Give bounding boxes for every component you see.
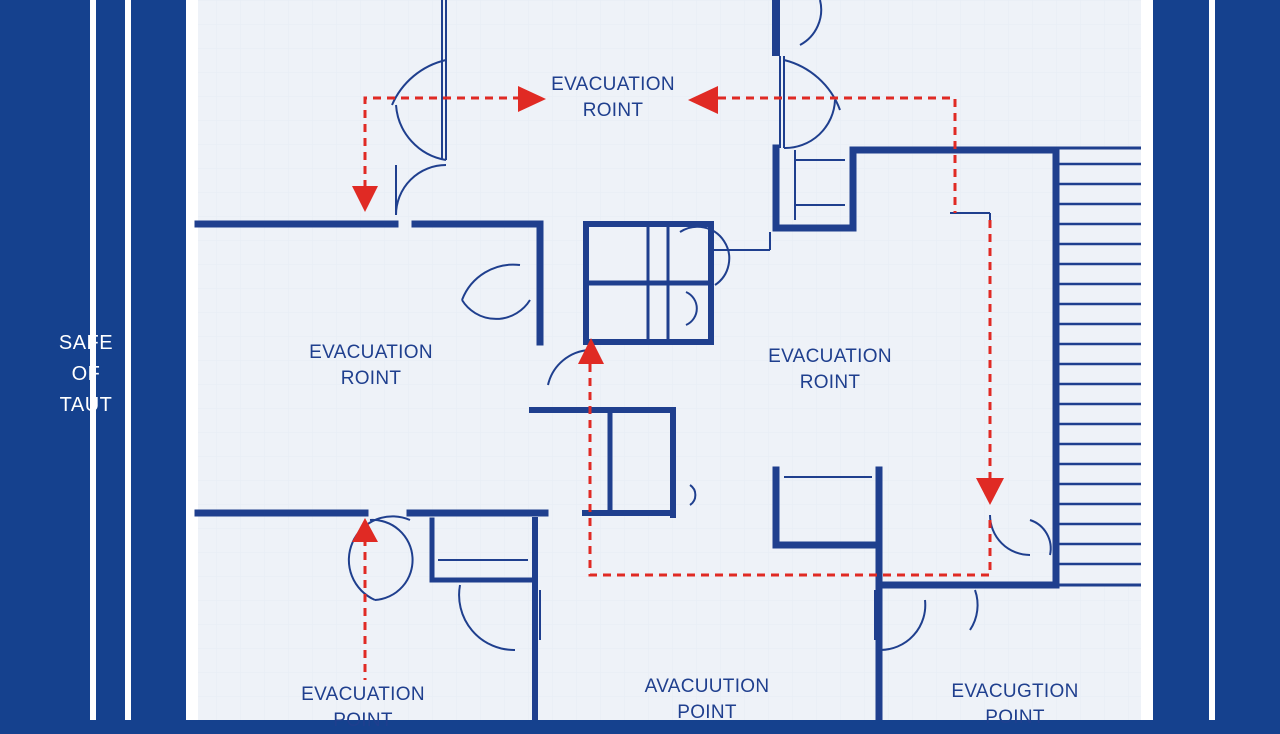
border-stripe-right-2 bbox=[1209, 0, 1215, 720]
arrow-down-icon bbox=[352, 186, 378, 212]
side-label-line: SAFE bbox=[58, 332, 114, 354]
evacuation-point-title: AVACUUTION bbox=[644, 676, 770, 697]
evacuation-point-top: EVACUATION ROINT bbox=[528, 72, 698, 124]
evacuation-point-title: EVACUATION bbox=[768, 346, 892, 367]
evacuation-point-center: EVACUATION ROINT bbox=[745, 344, 915, 396]
side-label: SAFE OF TAUT bbox=[40, 328, 132, 421]
border-stripe-left-3 bbox=[186, 0, 198, 720]
evacuation-point-bottom-left: EVACUATION POINT bbox=[278, 682, 448, 734]
side-label-line: TAUT bbox=[59, 394, 113, 416]
evacuation-point-title: EVACUATION bbox=[551, 74, 675, 95]
evacuation-point-title: EVACUGTION bbox=[951, 681, 1079, 702]
evacuation-point-title: EVACUATION bbox=[309, 342, 433, 363]
arrow-up-icon bbox=[352, 518, 378, 542]
evacuation-point-bottom-mid: AVACUUTION POINT bbox=[622, 674, 792, 726]
evacuation-point-subtitle: POINT bbox=[677, 702, 737, 723]
evacuation-point-left: EVACUATION ROINT bbox=[286, 340, 456, 392]
arrow-down-icon bbox=[976, 478, 1004, 505]
evacuation-point-title: EVACUATION bbox=[301, 684, 425, 705]
arrow-up-icon bbox=[578, 338, 604, 364]
evacuation-point-bottom-right: EVACUGTION POINT bbox=[930, 679, 1100, 731]
border-stripe-right-1 bbox=[1141, 0, 1153, 720]
evacuation-route bbox=[363, 96, 992, 680]
border-stripe-left-2 bbox=[125, 0, 131, 720]
evacuation-point-subtitle: ROINT bbox=[799, 372, 861, 393]
evacuation-point-subtitle: POINT bbox=[333, 710, 393, 731]
side-label-line: OF bbox=[71, 363, 101, 385]
evacuation-point-subtitle: ROINT bbox=[582, 100, 644, 121]
evacuation-point-subtitle: ROINT bbox=[340, 368, 402, 389]
arrow-left-icon bbox=[688, 86, 718, 114]
door-swing-icon bbox=[347, 0, 1052, 652]
arrow-right-icon bbox=[518, 86, 546, 112]
staircase-icon bbox=[1056, 146, 1141, 587]
evacuation-point-subtitle: POINT bbox=[985, 707, 1045, 728]
border-stripe-left-1 bbox=[90, 0, 96, 720]
storage-box bbox=[583, 221, 714, 345]
